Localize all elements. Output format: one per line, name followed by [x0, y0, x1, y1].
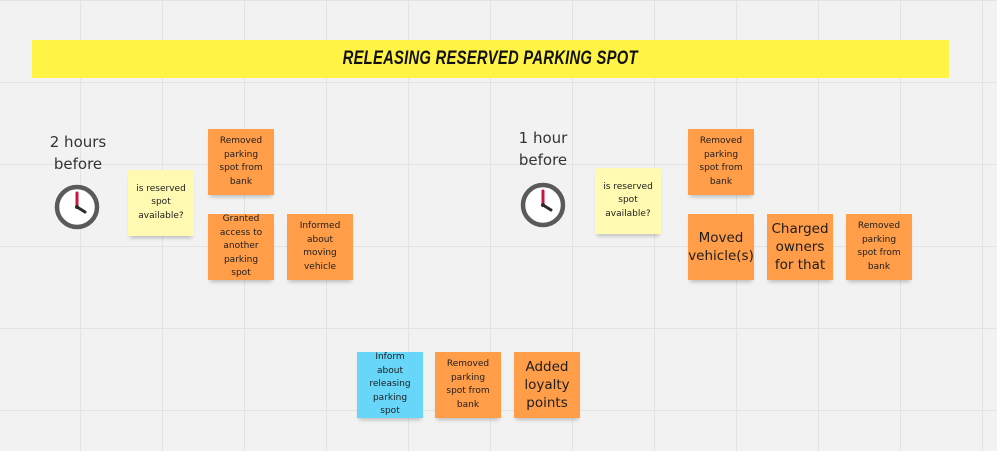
sticky-event-removed-parking-spot[interactable]: Removed parking spot from bank: [846, 214, 912, 280]
sticky-text: is reserved spot available?: [136, 183, 186, 221]
sticky-event-removed-parking-spot[interactable]: Removed parking spot from bank: [435, 352, 501, 418]
time-label-1-hour[interactable]: 1 hour before: [518, 129, 568, 169]
sticky-text: Removed parking spot from bank: [857, 221, 901, 272]
clock-icon: [520, 182, 566, 228]
time-label-2-hours[interactable]: 2 hours before: [49, 133, 107, 173]
sticky-text: Removed parking spot from bank: [699, 136, 743, 187]
sticky-text: Inform about releasing parking spot: [369, 352, 411, 417]
clock-icon: [54, 184, 100, 230]
sticky-text: Added loyalty points: [524, 359, 570, 411]
sticky-command-inform-releasing[interactable]: Inform about releasing parking spot: [357, 352, 423, 418]
sticky-text: Removed parking spot from bank: [219, 136, 263, 187]
sticky-event-moved-vehicles[interactable]: Moved vehicle(s): [688, 214, 754, 280]
frame-title-banner[interactable]: Releasing reserved parking spot: [32, 40, 949, 78]
sticky-event-removed-parking-spot[interactable]: Removed parking spot from bank: [208, 129, 274, 195]
sticky-text: is reserved spot available?: [603, 181, 653, 219]
sticky-text: Charged owners for that: [771, 221, 829, 273]
sticky-question-spot-available[interactable]: is reserved spot available?: [595, 168, 661, 234]
sticky-event-charged-owners[interactable]: Charged owners for that: [767, 214, 833, 280]
sticky-text: Informed about moving vehicle: [299, 221, 341, 272]
board-title: Releasing reserved parking spot: [342, 48, 639, 69]
sticky-event-removed-parking-spot[interactable]: Removed parking spot from bank: [688, 129, 754, 195]
sticky-event-informed-moving-vehicle[interactable]: Informed about moving vehicle: [287, 214, 353, 280]
sticky-event-granted-access[interactable]: Granted access to another parking spot: [208, 214, 274, 280]
sticky-event-added-loyalty-points[interactable]: Added loyalty points: [514, 352, 580, 418]
sticky-question-spot-available[interactable]: is reserved spot available?: [128, 170, 194, 236]
sticky-text: Removed parking spot from bank: [446, 359, 490, 410]
sticky-text: Moved vehicle(s): [688, 230, 754, 264]
sticky-text: Granted access to another parking spot: [219, 214, 263, 279]
